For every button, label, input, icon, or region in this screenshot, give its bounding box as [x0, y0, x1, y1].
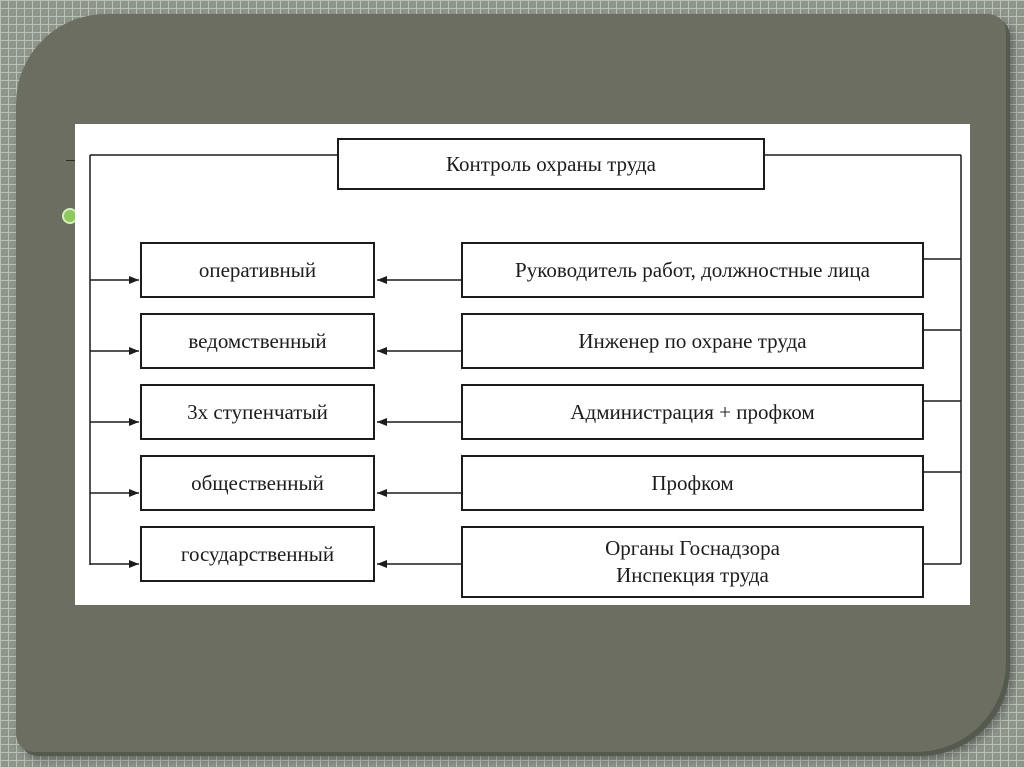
type-box-operative: оперативный — [140, 242, 375, 298]
type-label: общественный — [191, 470, 324, 495]
type-box-three-stage: 3х ступенчатый — [140, 384, 375, 440]
agent-label: Администрация + профком — [570, 399, 815, 424]
type-box-public: общественный — [140, 455, 375, 511]
agent-label: Профком — [651, 470, 734, 495]
type-box-departmental: ведомственный — [140, 313, 375, 369]
diagram-canvas: Контроль охраны труда оперативный ведомс… — [75, 124, 970, 605]
agent-box-manager: Руководитель работ, должностные лица — [461, 242, 924, 298]
slide-title-dash — [66, 160, 76, 161]
agent-box-administration: Администрация + профком — [461, 384, 924, 440]
agent-box-inspection: Органы Госнадзора Инспекция труда — [461, 526, 924, 598]
type-label: ведомственный — [188, 328, 327, 353]
agent-label: Руководитель работ, должностные лица — [515, 257, 870, 282]
agent-label: Органы Госнадзора Инспекция труда — [605, 536, 780, 587]
type-label: оперативный — [198, 257, 317, 282]
type-box-state: государственный — [140, 526, 375, 582]
agent-box-engineer: Инженер по охране труда — [461, 313, 924, 369]
agent-box-union: Профком — [461, 455, 924, 511]
agent-label: Инженер по охране труда — [578, 328, 807, 353]
diagram-title: Контроль охраны труда — [446, 151, 656, 176]
connectors-layer — [89, 154, 962, 568]
type-label: 3х ступенчатый — [187, 399, 328, 424]
title-box: Контроль охраны труда — [337, 138, 765, 190]
type-label: государственный — [180, 541, 335, 566]
